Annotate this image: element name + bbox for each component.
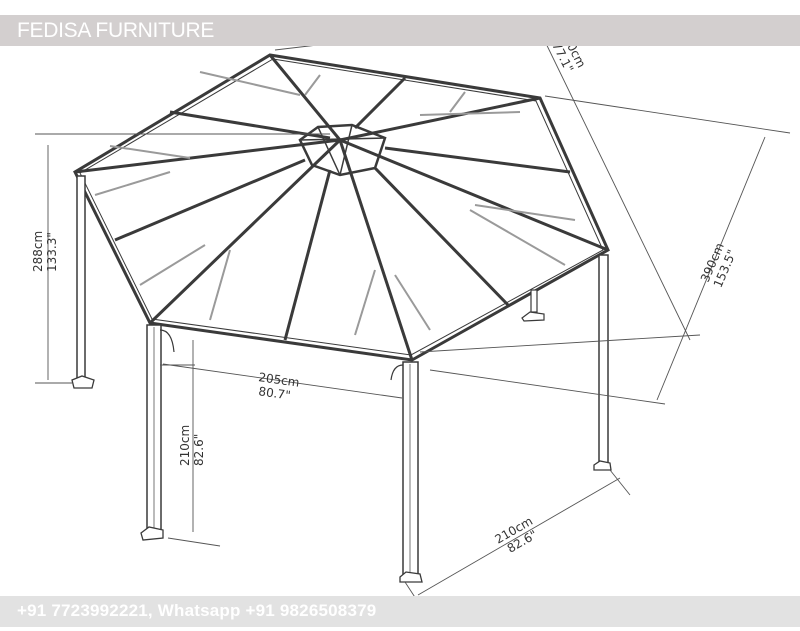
dim-label-depth: 390cm 153.5"	[698, 241, 739, 290]
dim-label-base-side: 210cm 82.6"	[493, 514, 540, 556]
contact-banner: +91 7723992221, Whatsapp +91 9826508379	[0, 596, 800, 627]
contact-text: +91 7723992221, Whatsapp +91 9826508379	[17, 601, 377, 620]
brand-banner: FEDISA FURNITURE	[0, 15, 800, 46]
svg-text:82.6": 82.6"	[192, 434, 206, 466]
dim-label-total-height: 288cm 133.3"	[31, 231, 59, 272]
roof-purlins	[94, 71, 576, 336]
brand-title: FEDISA FURNITURE	[17, 19, 215, 42]
svg-text:133.3": 133.3"	[45, 232, 59, 272]
svg-text:210cm: 210cm	[178, 425, 192, 466]
svg-text:80.7": 80.7"	[258, 384, 292, 402]
svg-text:205cm: 205cm	[258, 370, 301, 390]
roof-rafters	[74, 54, 609, 361]
posts	[71, 175, 612, 583]
dim-label-post-height: 210cm 82.6"	[178, 425, 206, 466]
dim-label-side-length: 205cm 80.7"	[258, 370, 301, 402]
svg-text:288cm: 288cm	[31, 231, 45, 272]
